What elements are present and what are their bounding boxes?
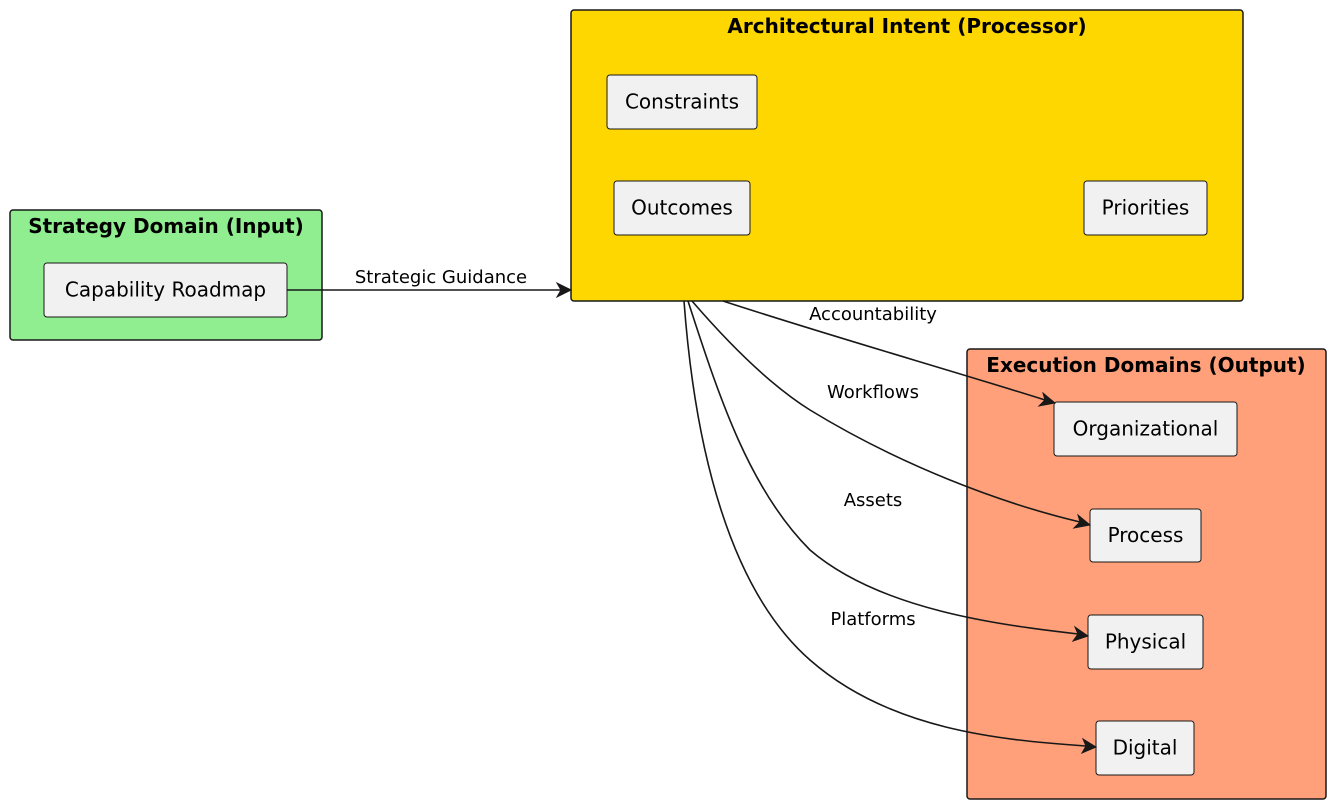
- package-intent-box: [570, 9, 1244, 302]
- node-priorities-label: Priorities: [1102, 196, 1190, 220]
- arrow-head-strategic-guidance: [555, 281, 573, 299]
- node-physical-label: Physical: [1105, 630, 1186, 654]
- arrow-head-accountability: [1037, 391, 1057, 407]
- edge-label-workflows: Workflows: [827, 382, 919, 403]
- edge-accountability: Accountability: [722, 300, 1057, 407]
- package-execution-box: [966, 348, 1327, 800]
- package-strategy-title: Strategy Domain (Input): [28, 214, 304, 238]
- arrow-head-platforms: [1080, 737, 1098, 755]
- node-physical[interactable]: Physical: [1087, 614, 1204, 670]
- edge-assets: Assets: [687, 300, 1090, 642]
- node-process-label: Process: [1108, 523, 1184, 547]
- node-constraints-label: Constraints: [625, 90, 739, 114]
- node-digital-label: Digital: [1113, 736, 1178, 760]
- edge-label-strategic-guidance: Strategic Guidance: [355, 267, 527, 288]
- arrow-head-workflows: [1072, 513, 1092, 529]
- node-capability-roadmap[interactable]: Capability Roadmap: [43, 262, 288, 318]
- package-execution-title: Execution Domains (Output): [986, 353, 1305, 377]
- arrow-head-assets: [1071, 625, 1090, 642]
- node-outcomes[interactable]: Outcomes: [613, 180, 751, 236]
- edge-strategic-guidance: Strategic Guidance: [287, 267, 573, 299]
- node-process[interactable]: Process: [1089, 508, 1202, 563]
- node-organizational[interactable]: Organizational: [1053, 401, 1238, 457]
- edge-platforms: Platforms: [683, 300, 1098, 755]
- edge-label-accountability: Accountability: [809, 304, 937, 325]
- node-digital[interactable]: Digital: [1095, 720, 1195, 776]
- node-capability-roadmap-label: Capability Roadmap: [65, 278, 266, 302]
- package-execution-domains: Execution Domains (Output): [966, 348, 1327, 800]
- node-constraints[interactable]: Constraints: [606, 74, 758, 130]
- edge-label-platforms: Platforms: [830, 609, 915, 630]
- edge-label-assets: Assets: [844, 490, 903, 511]
- node-outcomes-label: Outcomes: [631, 196, 733, 220]
- node-organizational-label: Organizational: [1073, 417, 1219, 441]
- edge-workflows: Workflows: [691, 300, 1092, 529]
- package-architectural-intent: Architectural Intent (Processor): [570, 9, 1244, 302]
- node-priorities[interactable]: Priorities: [1083, 180, 1208, 236]
- package-intent-title: Architectural Intent (Processor): [727, 14, 1086, 38]
